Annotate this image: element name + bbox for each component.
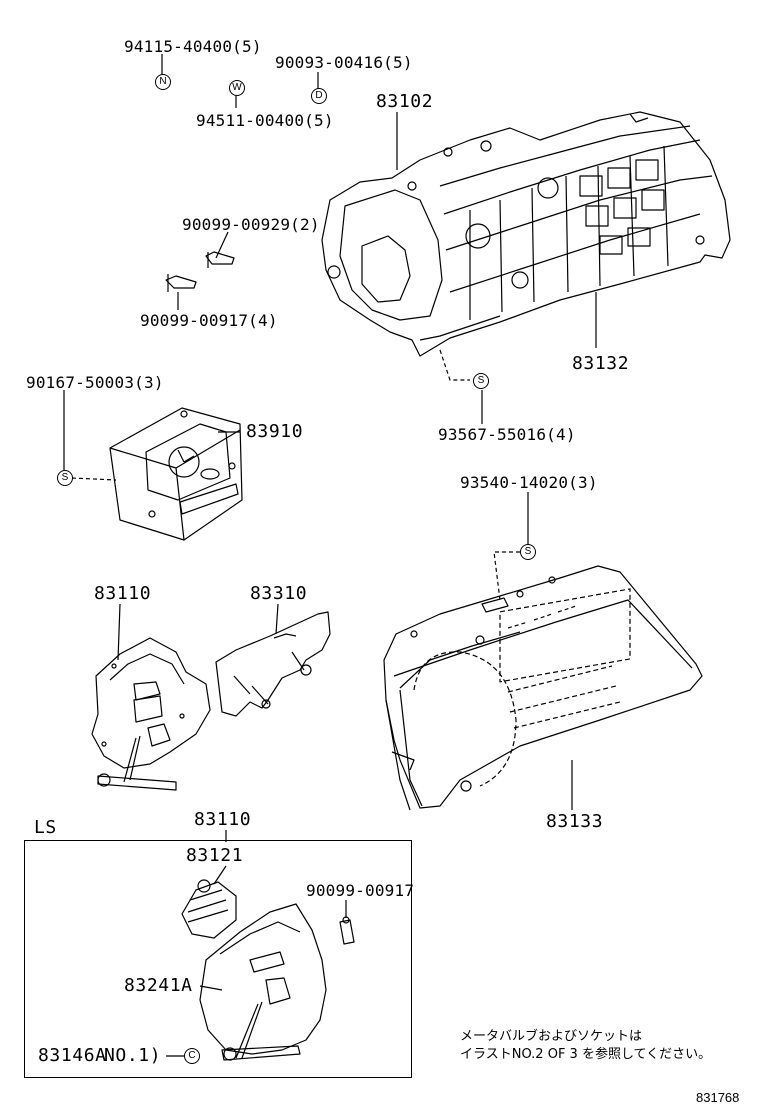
clock-83910 — [109, 407, 243, 541]
symbol-s-90167: S — [57, 470, 73, 486]
part-label-83310: 83310 — [250, 583, 308, 604]
part-label-83121: 83121 — [186, 845, 244, 866]
symbol-s-93567: S — [473, 373, 489, 389]
part-label-ls-90099: 90099-00917 — [306, 881, 415, 900]
part-label-90099-00917: 90099-00917(4) — [140, 311, 278, 330]
part-label-94511: 94511-00400(5) — [196, 111, 334, 130]
speedometer-83110 — [91, 637, 211, 791]
part-label-83132: 83132 — [572, 353, 630, 374]
ls-label: LS — [34, 817, 57, 838]
part-label-83133: 83133 — [546, 811, 604, 832]
meter-glass-83133 — [383, 565, 703, 811]
part-label-90167: 90167-50003(3) — [26, 373, 164, 392]
fastener-drawings-top — [165, 251, 235, 292]
part-label-93567: 93567-55016(4) — [438, 425, 576, 444]
note-line-2: イラストNO.2 OF 3 を参照してください。 — [460, 1047, 712, 1062]
part-label-83241a: 83241A — [124, 975, 193, 996]
part-label-83102: 83102 — [376, 91, 434, 112]
part-label-no1: NO.1) — [104, 1045, 162, 1066]
symbol-s-93540: S — [520, 544, 536, 560]
symbol-w: W — [229, 80, 245, 96]
ls-speedometer-assembly — [181, 879, 355, 1061]
symbol-d: D — [311, 88, 327, 104]
part-label-83146a: 83146A — [38, 1045, 107, 1066]
symbol-c: C — [184, 1048, 200, 1064]
part-label-94115: 94115-40400(5) — [124, 37, 262, 56]
figure-reference: 831768 — [696, 1090, 740, 1105]
note-line-1: メータバルブおよびソケットは — [460, 1029, 643, 1044]
gauge-83310 — [215, 611, 331, 717]
part-label-83910: 83910 — [246, 421, 304, 442]
part-label-83110: 83110 — [94, 583, 152, 604]
part-label-93540: 93540-14020(3) — [460, 473, 598, 492]
ls-variant-box — [24, 840, 412, 1078]
symbol-n: N — [155, 74, 171, 90]
leader-lines — [63, 54, 597, 1057]
part-label-90099-00929: 90099-00929(2) — [182, 215, 320, 234]
part-label-90093: 90093-00416(5) — [275, 53, 413, 72]
part-label-ls-83110: 83110 — [194, 809, 252, 830]
rear-housing-83102 — [321, 111, 731, 357]
